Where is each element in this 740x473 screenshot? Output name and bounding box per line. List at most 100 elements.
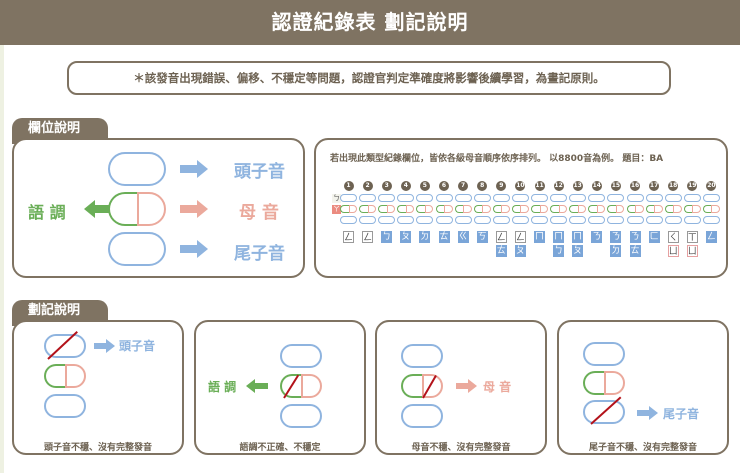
arrow-right-icon	[180, 200, 208, 218]
final-consonant-field	[340, 216, 357, 224]
vowel-row-marker: ㄚ	[332, 205, 341, 214]
vowel-tone-field	[664, 205, 682, 213]
zhuyin-top: ㄊ	[438, 231, 450, 243]
field-section-title: 欄位說明	[28, 121, 81, 136]
final-consonant-field	[378, 216, 396, 224]
vowel-tone-field	[378, 205, 396, 213]
initial-consonant-field	[583, 342, 625, 366]
zhuyin-top: ㄈ	[648, 231, 660, 243]
final-consonant-field	[645, 216, 663, 224]
vowel-tone-field	[550, 205, 568, 213]
zhuyin-bottom: ㄩ	[686, 245, 698, 257]
final-consonant-field	[626, 216, 644, 224]
page-title: 認證紀錄表 劃記說明	[271, 10, 469, 34]
zhuyin-bottom: ㄉ	[610, 245, 622, 257]
column-number: 8	[477, 181, 488, 191]
tone-half	[108, 192, 137, 226]
initial-consonant-field	[435, 194, 453, 202]
zhuyin-top: ㄎ	[476, 231, 488, 243]
zhuyin-top: ㄆ	[400, 231, 412, 243]
initial-consonant-field	[401, 344, 443, 368]
zhuyin-top: ㄋ	[610, 231, 622, 243]
zhuyin-top: ㄥ	[343, 231, 354, 243]
final-consonant-field	[401, 404, 443, 428]
vowel-tone-field	[645, 205, 663, 213]
zhuyin-top: ㄥ	[495, 231, 507, 243]
final-consonant-field	[664, 216, 682, 224]
column-number: 12	[553, 181, 564, 191]
final-consonant-field	[511, 216, 529, 224]
initial-consonant-field	[378, 194, 396, 202]
final-consonant-field	[683, 216, 701, 224]
arrow-right-icon	[180, 240, 208, 258]
vowel-tone-field	[280, 374, 322, 398]
initial-consonant-field	[569, 194, 587, 202]
tone-label: 語 調	[28, 203, 66, 222]
final-consonant-field	[108, 232, 166, 266]
marking-card-tone: 語 調 語調不正確、不穩定	[194, 320, 366, 455]
card-caption: 母音不穩、沒有完整發音	[411, 443, 511, 453]
marking-card-vowel: 母 音 母音不穩、沒有完整發音	[375, 320, 547, 455]
column-number: 9	[496, 181, 507, 191]
zhuyin-top: ㄒ	[686, 231, 698, 243]
vowel-tone-field	[683, 205, 701, 213]
final-consonant-field	[44, 394, 86, 418]
initial-consonant-field	[108, 152, 166, 186]
initial-consonant-field	[607, 194, 625, 202]
column-number: 16	[630, 181, 640, 191]
vowel-tone-field	[702, 205, 720, 213]
notice-text: ＊該發音出現錯誤、偏移、不穩定等問題，認證官判定準確度將影響後續學習，為畫記原則…	[133, 71, 605, 85]
final-consonant-field	[569, 216, 587, 224]
marking-card-initial: 頭子音 頭子音不穩、沒有完整發音	[12, 320, 184, 455]
column-number: 7	[458, 181, 469, 191]
final-consonant-field	[702, 216, 720, 224]
arrow-left-icon	[84, 200, 110, 218]
column-number: 4	[400, 181, 411, 191]
card-caption: 頭子音不穩、沒有完整發音	[43, 443, 152, 453]
column-number: 18	[668, 181, 679, 191]
zhuyin-top: ㄍ	[457, 231, 469, 243]
notice-box: ＊該發音出現錯誤、偏移、不穩定等問題，認證官判定準確度將影響後續學習，為畫記原則…	[67, 61, 671, 95]
column-number: 15	[610, 181, 621, 191]
initial-consonant-field	[359, 194, 377, 202]
zhuyin-top: ㄥ	[705, 231, 717, 243]
vowel-tone-field	[473, 205, 491, 213]
vowel-tone-field	[397, 205, 415, 213]
column-number: 5	[419, 181, 430, 191]
vowel-tone-field	[607, 205, 625, 213]
zhuyin-bottom: ㄆ	[572, 245, 584, 257]
zhuyin-bottom: ㄊ	[495, 245, 507, 257]
zhuyin-top: ㄇ	[534, 231, 545, 243]
example-description: 若出現此類型紀錄欄位，皆依各級母音順序依序排列。 以8800音為例。 題目：BA	[330, 154, 664, 164]
initial-consonant-field	[531, 194, 548, 202]
example-record-panel: 若出現此類型紀錄欄位，皆依各級母音順序依序排列。 以8800音為例。 題目：BA…	[314, 138, 728, 278]
vowel-tone-field	[416, 205, 434, 213]
vowel-tone-field	[340, 205, 357, 213]
zhuyin-bottom: ㄅ	[553, 245, 565, 257]
final-consonant-field	[435, 216, 453, 224]
initial-consonant-field	[416, 194, 434, 202]
initial-consonant-field	[645, 194, 663, 202]
zhuyin-top: ㄇ	[572, 231, 584, 243]
vowel-tone-field	[588, 205, 606, 213]
marking-card-final: 尾子音 尾子音不穩、沒有完整發音	[557, 320, 729, 455]
initial-consonant-field	[397, 194, 415, 202]
final-consonant-field	[588, 216, 606, 224]
vowel-tone-field	[569, 205, 587, 213]
vowel-tone-field	[401, 374, 443, 398]
column-number: 17	[649, 181, 660, 191]
initial-consonant-field	[702, 194, 720, 202]
initial-consonant-field	[664, 194, 682, 202]
column-number: 13	[572, 181, 583, 191]
final-consonant-field	[550, 216, 568, 224]
vowel-label: 母 音	[239, 203, 279, 223]
vowel-tone-field	[492, 205, 510, 213]
arrow-right-icon	[180, 160, 208, 178]
vowel-tone-field	[359, 205, 377, 213]
final-consonant-field	[359, 216, 377, 224]
initial-consonant-field	[454, 194, 472, 202]
card-label: 母 音	[483, 380, 512, 394]
column-number: 2	[362, 181, 373, 191]
initial-consonant-field	[550, 194, 568, 202]
initial-consonant-field	[492, 194, 510, 202]
